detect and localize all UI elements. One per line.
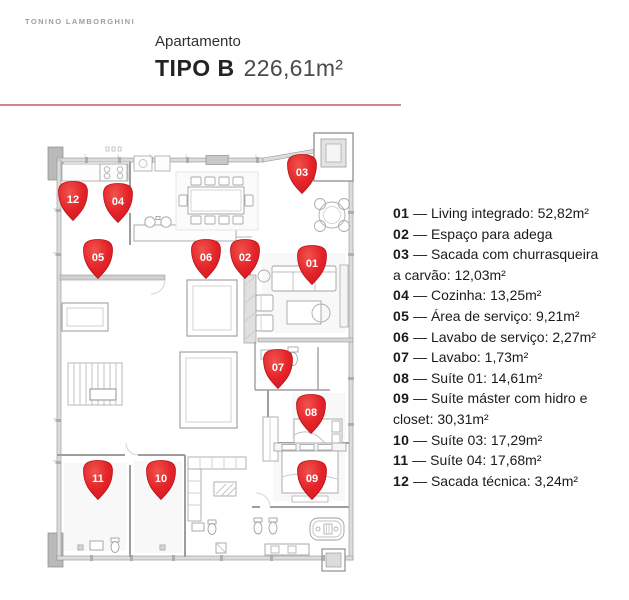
legend-item-06: 06 — Lavabo de serviço: 2,27m² [393,328,596,345]
floor-plan: 01 02 03 04 05 06 07 08 09 10 11 12 [47,132,354,572]
elevator-shafts [61,279,238,429]
room-marker-09: 09 [297,460,327,501]
stairs [67,362,123,406]
legend-item-02: 02 — Espaço para adega [393,225,553,242]
legend-item-10: 10 — Suíte 03: 17,29m² [393,431,543,448]
svg-text:08: 08 [305,407,317,419]
room-marker-06: 06 [191,239,221,280]
svg-text:01: 01 [306,258,318,270]
red-divider-line [0,104,401,106]
svg-text:02: 02 [239,252,251,264]
svg-text:05: 05 [92,252,104,264]
room-marker-07: 07 [263,349,293,390]
legend-item-09: 09 — Suíte máster com hidro e [393,390,588,407]
svg-text:11: 11 [92,473,104,485]
room-marker-12: 12 [58,181,88,222]
legend-item-11: 11 — Suíte 04: 17,68m² [393,452,542,469]
legend-item-05: 05 — Área de serviço: 9,21m² [393,307,580,324]
marker-layer: 01 02 03 04 05 06 07 08 09 10 11 12 [58,154,327,501]
room-marker-02: 02 [230,239,260,280]
legend-item-03-cont: a carvão: 12,03m² [393,266,506,283]
room-marker-11: 11 [83,460,113,501]
room-marker-01: 01 [297,245,327,286]
room-marker-05: 05 [83,239,113,280]
legend-item-03: 03 — Sacada com churrasqueira [393,246,599,263]
legend-item-01: 01 — Living integrado: 52,82m² [393,205,589,221]
svg-text:10: 10 [155,473,167,485]
dining-furniture [175,171,259,231]
svg-text:06: 06 [200,252,212,264]
room-marker-10: 10 [146,460,176,501]
legend-item-07: 07 — Lavabo: 1,73m² [393,349,529,366]
balcony-furniture [314,198,350,232]
closet-furniture [187,456,247,522]
page-title: TIPO B 226,61m² [155,55,343,82]
svg-text:12: 12 [67,194,79,206]
legend-item-04: 04 — Cozinha: 13,25m² [393,287,542,304]
svg-text:09: 09 [306,473,318,485]
bathroom-fixtures [77,517,345,556]
room-marker-04: 04 [103,183,133,224]
legend-item-12: 12 — Sacada técnica: 3,24m² [393,472,579,489]
svg-text:04: 04 [112,196,125,208]
legend-item-08: 08 — Suíte 01: 14,61m² [393,369,543,386]
title-area-value: 226,61m² [243,55,344,81]
dimension-ticks [53,154,257,462]
brand-logo-text: TONINO LAMBORGHINI [25,17,136,26]
legend-item-09-cont: closet: 30,31m² [393,410,489,427]
room-legend: 01 — Living integrado: 52,82m² 02 — Espaç… [393,203,629,491]
room-marker-08: 08 [296,394,326,435]
title-type: TIPO B [155,55,235,81]
svg-text:07: 07 [272,362,284,374]
svg-text:03: 03 [296,167,308,179]
door-swings [125,279,271,508]
apartment-kicker: Apartamento [155,33,241,50]
room-marker-03: 03 [287,154,317,195]
